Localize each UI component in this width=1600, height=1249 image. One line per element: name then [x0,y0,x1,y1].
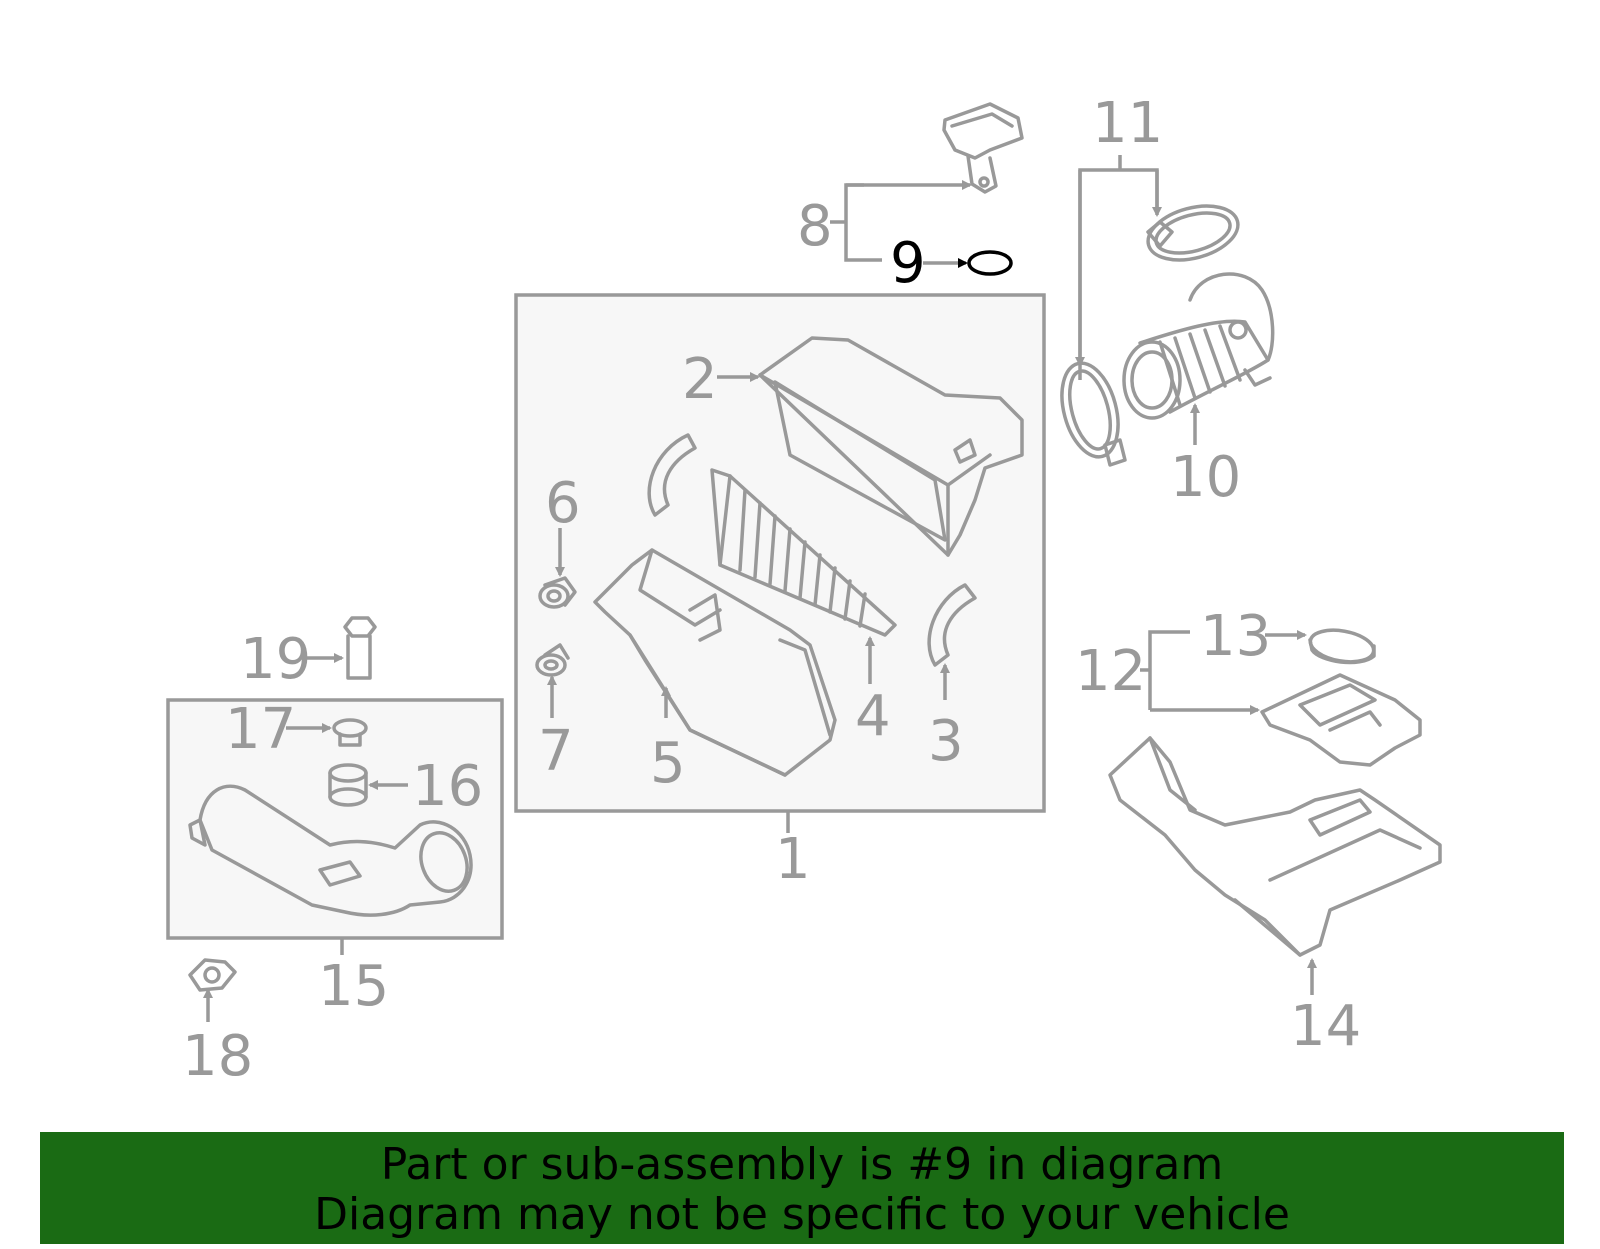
callout-17: 17 [225,697,296,762]
callout-5: 5 [650,731,686,796]
callout-10: 10 [1170,445,1241,510]
callout-8: 8 [797,194,833,259]
part-17-clip [332,718,368,747]
part-7-grommet [535,643,570,677]
callout-14: 14 [1290,994,1361,1059]
callout-9: 9 [890,231,926,296]
callout-19: 19 [240,627,311,692]
assembly-box-1 [514,293,1046,813]
callout-6: 6 [545,471,581,536]
part-19-bolt [343,616,377,680]
part-9-o-ring [967,250,1013,276]
callout-1: 1 [775,827,811,892]
part-10-intake-duct [1122,272,1275,420]
callout-3: 3 [928,709,964,774]
callout-7: 7 [538,719,574,784]
part-12-bracket [1260,673,1422,767]
callout-2: 2 [682,347,718,412]
part-3-seal [647,433,977,667]
callout-12: 12 [1075,639,1146,704]
part-15-air-duct [188,784,473,917]
part-5-lower-housing [593,548,837,777]
part-14-tray [1108,736,1442,957]
part-2-upper-housing [758,336,1024,557]
info-banner: Part or sub-assembly is #9 in diagram Di… [40,1132,1564,1244]
callout-16: 16 [412,754,483,819]
part-4-filter-element [710,468,897,637]
callout-13: 13 [1200,604,1271,669]
part-16-grommet [328,763,368,807]
callout-15: 15 [318,954,389,1019]
banner-disclaimer-line: Diagram may not be specific to your vehi… [314,1189,1290,1240]
part-8-air-flow-sensor [942,102,1024,194]
part-18-clip [188,958,237,992]
part-6-grommet [538,576,577,609]
callout-11: 11 [1092,91,1163,156]
banner-part-line: Part or sub-assembly is #9 in diagram [380,1139,1224,1190]
callout-4: 4 [855,684,891,749]
callout-18: 18 [182,1024,253,1089]
assembly-box-15 [166,698,504,940]
leader-lines [203,155,1317,1022]
part-13-cap [1308,628,1376,665]
